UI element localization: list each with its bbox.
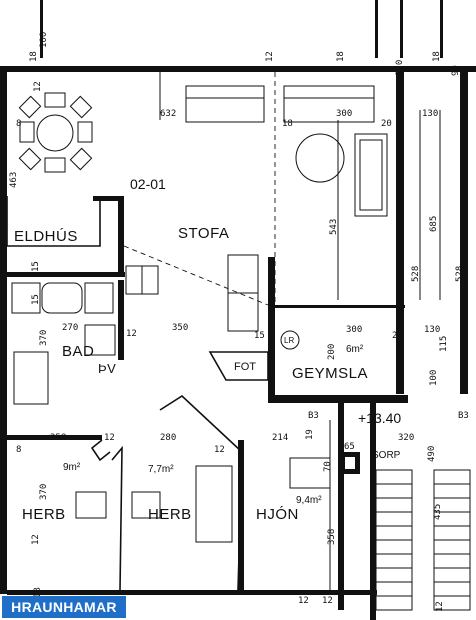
dim-214: 214	[272, 433, 288, 443]
dim-130-mid: 130	[424, 325, 440, 335]
dim-300-top: 300	[336, 109, 352, 119]
elevation-label: +13.40	[358, 410, 401, 426]
dim-280: 280	[160, 433, 176, 443]
room-label-herb-2: HERB	[148, 506, 192, 523]
dim-12-herb2: 12	[214, 445, 225, 455]
dim-12-bottom-b: 12	[322, 596, 333, 606]
dim-350: 350	[172, 323, 188, 333]
dim-top-12: 12	[265, 51, 275, 62]
dim-12-herb1: 12	[104, 433, 115, 443]
dim-top-18-a: 18	[29, 51, 39, 62]
dim-115: 115	[439, 336, 449, 352]
room-label-eldhus: ELDHÚS	[14, 228, 78, 245]
dim-370-bad: 370	[39, 330, 49, 346]
dim-370-herb: 370	[39, 484, 49, 500]
area-herb-1: 9m²	[63, 462, 81, 473]
dim-12-hjon: 12	[298, 596, 309, 606]
dim-left-463: 463	[9, 172, 19, 188]
dim-19: 19	[305, 429, 315, 440]
dim-15-stofa: 15	[254, 331, 265, 341]
room-label-bad: BAD	[62, 343, 94, 360]
dim-left-15-a: 15	[31, 261, 41, 272]
dim-left-15-b: 15	[31, 294, 41, 305]
dim-12-right: 12	[435, 601, 445, 612]
room-label-dv: ÞV	[98, 361, 116, 376]
dim-300-geymsla: 300	[346, 325, 362, 335]
dim-543: 543	[329, 219, 339, 235]
dim-528-b: 528	[455, 266, 465, 282]
dim-258: 258	[50, 433, 66, 443]
dim-70: 70	[323, 461, 333, 472]
dimension-labels: 100 18 18 12 18 632 300 130 18 20 12 8 4…	[9, 32, 469, 612]
dim-b3-a: B3	[308, 411, 319, 421]
dim-490: 490	[427, 446, 437, 462]
dim-top-18-b: 18	[336, 51, 346, 62]
dim-b3-b: B3	[458, 411, 469, 421]
dim-632: 632	[160, 109, 176, 119]
dim-20-right: 20	[381, 119, 392, 129]
dim-358: 358	[327, 529, 337, 545]
dim-65: 65	[344, 442, 355, 452]
room-label-geymsla: GEYMSLA	[292, 365, 368, 382]
dim-120: 120	[395, 60, 405, 76]
dim-528-a: 528	[411, 266, 421, 282]
dim-8-herb: 8	[16, 445, 21, 455]
dim-100-mid: 100	[429, 370, 439, 386]
room-label-herb-1: HERB	[22, 506, 66, 523]
area-hjon: 9,4m²	[296, 495, 322, 506]
room-labels: ELDHÚS STOFA BAD ÞV GEYMSLA HERB HERB HJ…	[14, 176, 401, 523]
area-labels: 6m² 9m² 7,7m² 9,4m²	[63, 344, 364, 506]
dim-130-top: 130	[422, 109, 438, 119]
dim-270: 270	[62, 323, 78, 333]
dim-90: 90	[451, 65, 461, 76]
dim-12-bad: 12	[126, 329, 137, 339]
area-herb-2: 7,7m²	[148, 464, 174, 475]
dim-left-8: 8	[16, 119, 21, 129]
dim-685: 685	[429, 216, 439, 232]
dim-left-12-b: 12	[31, 534, 41, 545]
dim-18-bottom: 18	[33, 587, 43, 598]
room-label-stofa: STOFA	[178, 225, 229, 242]
dim-320: 320	[398, 433, 414, 443]
dim-200: 200	[327, 344, 337, 360]
dim-18-mid: 18	[282, 119, 293, 129]
dim-top-18-c: 18	[432, 51, 442, 62]
dim-top-100: 100	[39, 32, 49, 48]
room-label-fot: FOT	[234, 361, 256, 373]
room-label-sorp: SORP	[372, 450, 401, 461]
stairs	[375, 469, 471, 611]
unit-label: 02-01	[130, 176, 166, 192]
room-label-hjon: HJÓN	[256, 506, 299, 523]
area-geymsla: 6m²	[346, 344, 364, 355]
fixtures	[6, 72, 471, 611]
dim-20-geymsla: 20	[392, 331, 403, 341]
dim-left-12: 12	[33, 81, 43, 92]
hraunhamar-logo: HRAUNHAMAR	[2, 596, 126, 618]
room-label-lr: LR	[284, 336, 294, 345]
dim-435: 435	[433, 504, 443, 520]
